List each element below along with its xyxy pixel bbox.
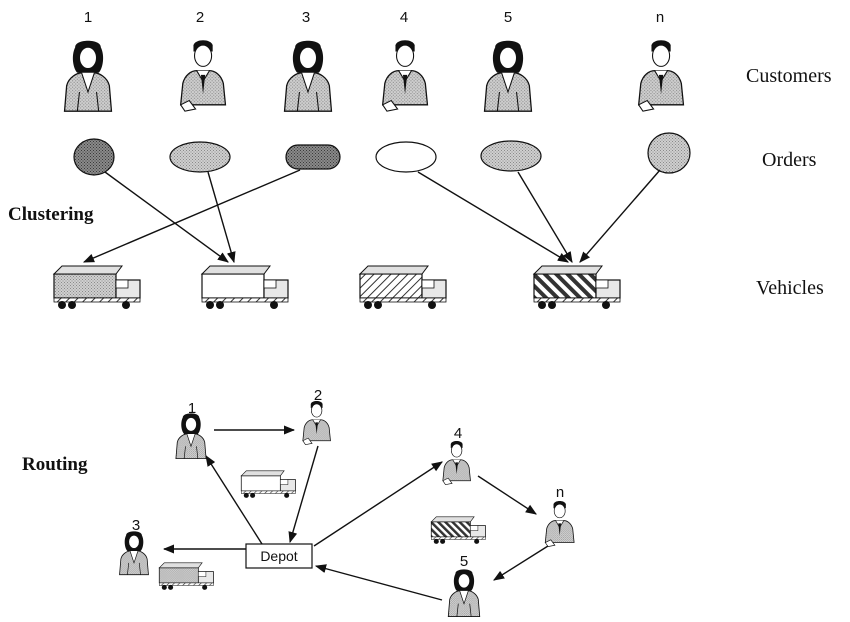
customer-woman-icon [483,40,533,112]
vehicle-truck-icon [53,265,141,310]
routing-panel: Routing 1 2 3 4 n 5 Depot [22,387,575,618]
order-n [647,132,691,174]
customer-number-1: 1 [84,9,92,26]
assignment-arrow [517,171,573,263]
customer-number-n: n [656,9,664,26]
route-customer-woman-icon [119,530,149,576]
customer-man-icon [180,39,227,112]
order-5 [480,140,542,172]
depot-box [245,543,313,569]
order-2 [169,141,231,173]
customer-woman-icon [283,40,333,112]
assignment-arrow [104,171,229,263]
customers-row-label: Customers [746,65,832,87]
route-stop-number-2: 2 [314,387,322,404]
order-1 [73,138,115,176]
route-customer-man-icon [544,500,575,548]
vehicles-row-label: Vehicles [756,277,824,299]
customer-number-4: 4 [400,9,408,26]
customer-man-icon [382,39,429,112]
vehicle-truck-icon [533,265,621,310]
assignment-arrow [579,169,661,263]
customer-woman-icon [63,40,113,112]
route-arrow [205,455,263,545]
route-arrow [477,475,537,515]
depot-label: Depot [260,548,297,564]
route-stop-number-n: n [556,484,564,501]
route-stop-number-4: 4 [454,425,462,442]
route-arrow [288,445,319,544]
clustering-panel: 1 2 3 4 5 n Customers Orders Clustering [8,9,832,310]
route-stop-number-1: 1 [188,400,196,417]
route-customer-woman-icon [175,412,207,460]
customer-man-icon [638,39,685,112]
route-stop-number-5: 5 [460,553,468,570]
vehicle-truck-icon [359,265,447,310]
order-4 [375,141,437,173]
customer-number-2: 2 [196,9,204,26]
assignment-arrow [417,171,569,263]
orders-row-label: Orders [762,149,817,171]
route-customer-man-icon [442,440,471,486]
route-customer-man-icon [302,400,331,446]
clustering-section-label: Clustering [8,204,94,225]
route-stop-number-3: 3 [132,517,140,534]
assignment-arrow [207,171,236,264]
route-truck-icon [158,562,214,591]
routing-section-label: Routing [22,454,88,475]
route-customer-woman-icon [447,568,481,618]
customer-number-5: 5 [504,9,512,26]
route-truck-icon [240,470,296,499]
customer-number-3: 3 [302,9,310,26]
assignment-arrow [82,169,301,263]
route-arrow [314,564,443,601]
route-truck-icon [430,516,486,545]
route-arrow [493,545,549,581]
route-arrow [313,461,443,547]
vehicle-truck-icon [201,265,289,310]
order-3 [285,144,341,170]
